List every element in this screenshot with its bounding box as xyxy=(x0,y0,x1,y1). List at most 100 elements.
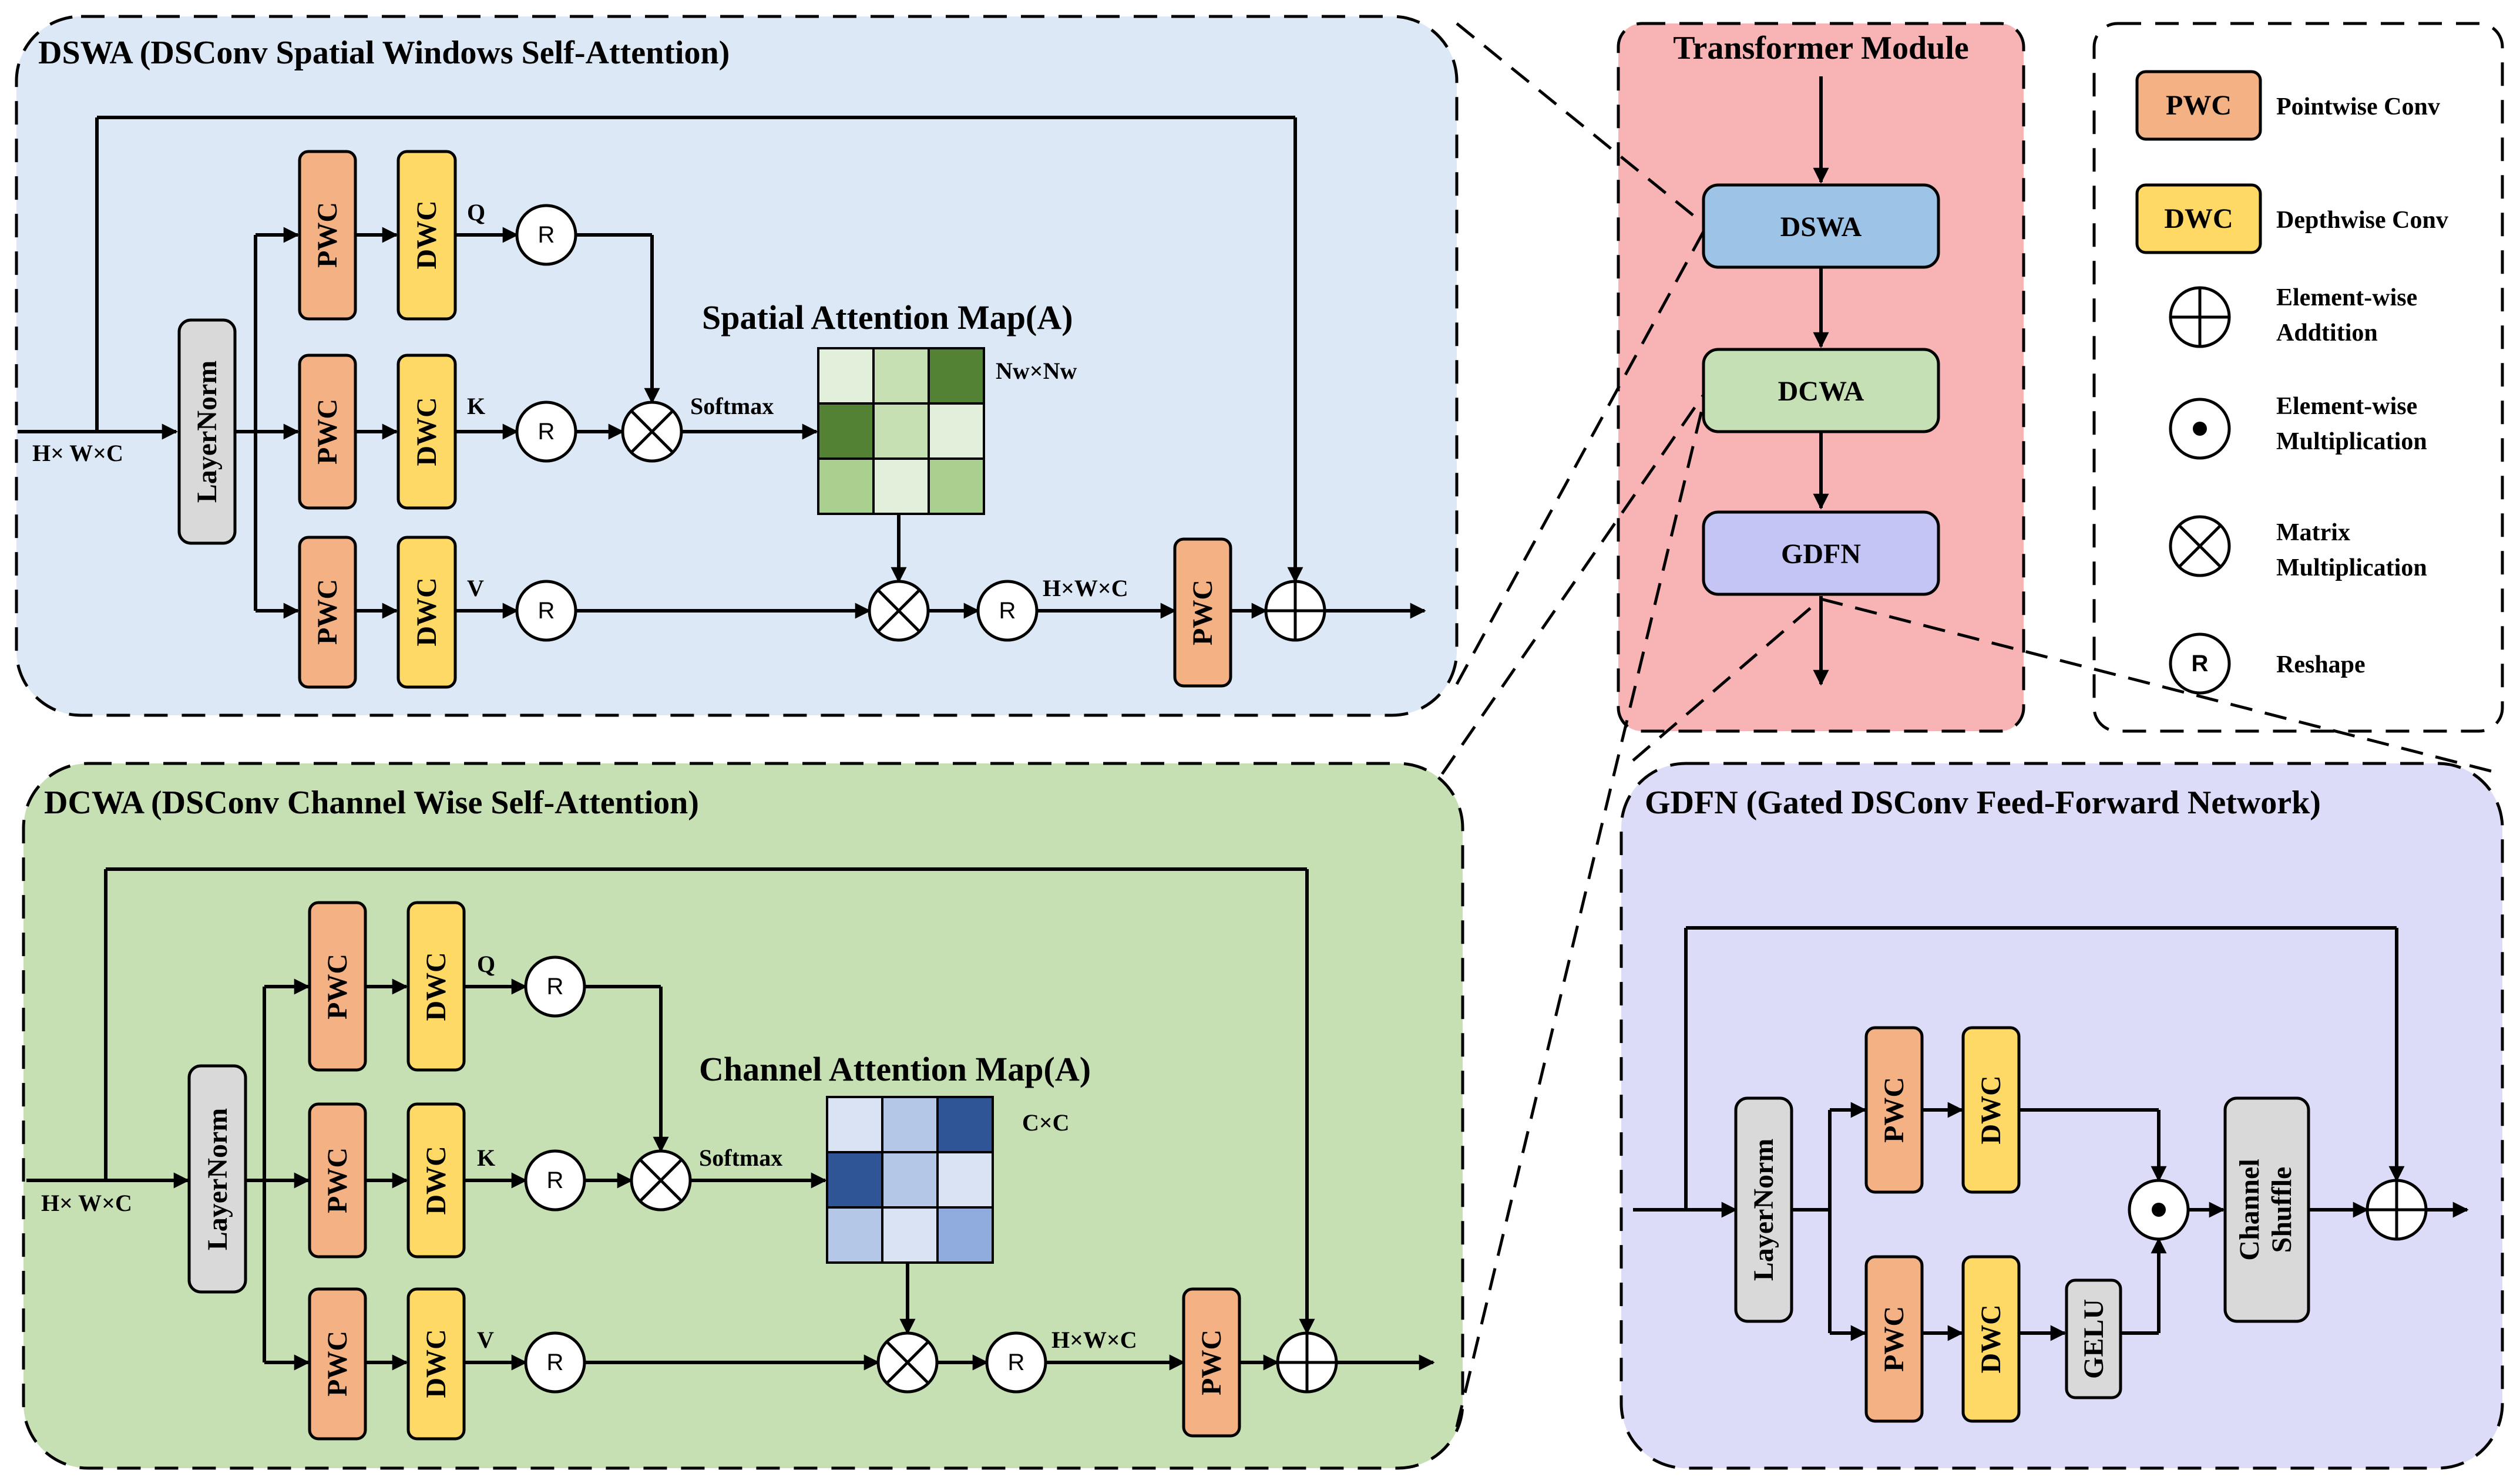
gdfn-title: GDFN (Gated DSConv Feed-Forward Network) xyxy=(1645,785,2321,821)
attention-map-cell xyxy=(817,402,875,460)
transformer-gdfn-label: GDFN xyxy=(1781,539,1861,570)
attention-map-cell xyxy=(936,1151,994,1209)
attention-map-cell xyxy=(826,1151,883,1209)
attention-map-cell xyxy=(928,402,985,460)
zoom-lines xyxy=(1440,22,2503,1428)
dcwa-pwc-q-label: PWC xyxy=(322,954,353,1019)
transformer-dswa-block xyxy=(1702,183,1940,269)
dcwa-matmul-av xyxy=(878,1333,937,1392)
spatial-attention-map xyxy=(817,347,985,515)
dswa-dwc-q xyxy=(397,150,457,321)
legend-add-label-2: Addtition xyxy=(2276,319,2378,346)
dswa-input-label: H× W×C xyxy=(32,440,123,466)
dcwa-dwc-k xyxy=(406,1102,466,1258)
legend-add-label-1: Element-wise xyxy=(2276,284,2417,311)
svg-text:R: R xyxy=(2192,651,2209,677)
dcwa-dwc-v-label: DWC xyxy=(421,1329,452,1398)
svg-text:R: R xyxy=(538,222,555,248)
svg-text:R: R xyxy=(1008,1350,1025,1375)
transformer-dcwa-block xyxy=(1702,348,1940,433)
gdfn-pwc-top xyxy=(1864,1026,1924,1194)
dswa-pwc-q xyxy=(298,150,357,321)
svg-text:DWC: DWC xyxy=(2164,203,2233,234)
attention-map-cell xyxy=(872,457,930,515)
gdfn-content: LayerNorm PWC PWC DWC DWC GELU Channel S… xyxy=(1633,926,2469,1423)
svg-text:PWC: PWC xyxy=(1879,1306,1910,1372)
legend-dwc-label: Depthwise Conv xyxy=(2276,207,2448,234)
legend-mul-label-2: Multiplication xyxy=(2276,428,2427,455)
dswa-map-size: Nw×Nw xyxy=(996,358,1077,384)
dswa-title: DSWA (DSConv Spatial Windows Self-Attent… xyxy=(38,35,730,71)
legend-reshape-label: Reshape xyxy=(2276,651,2366,678)
dswa-map-title: Spatial Attention Map(A) xyxy=(702,298,1073,336)
dcwa-title: DCWA (DSConv Channel Wise Self-Attention… xyxy=(44,785,699,821)
svg-text:R: R xyxy=(547,1350,564,1375)
legend-matmul-icon xyxy=(2170,517,2229,576)
dswa-matmul-qk xyxy=(623,402,681,461)
gdfn-channel-shuffle-label-1: Channel xyxy=(2234,1159,2265,1260)
dcwa-matmul-qk xyxy=(631,1151,690,1210)
dcwa-dwc-q xyxy=(406,901,466,1072)
svg-text:R: R xyxy=(999,598,1016,624)
attention-map-cell xyxy=(881,1096,939,1153)
legend-pwc-label: Pointwise Conv xyxy=(2276,93,2440,120)
dswa-dwc-v-label: DWC xyxy=(411,577,442,646)
attention-map-cell xyxy=(826,1206,883,1264)
dswa-output-label: H×W×C xyxy=(1043,575,1128,601)
svg-text:DWC: DWC xyxy=(1975,1304,2007,1373)
dcwa-softmax-label: Softmax xyxy=(699,1145,782,1171)
legend-dwc-swatch xyxy=(2135,183,2262,254)
dcwa-q-label: Q xyxy=(477,951,495,977)
gdfn-pwc-bottom xyxy=(1864,1255,1924,1423)
gdfn-dwc-top xyxy=(1961,1026,2021,1194)
dswa-pwc-v xyxy=(298,536,357,689)
gdfn-dwc-bottom xyxy=(1961,1255,2021,1423)
dcwa-output-label: H×W×C xyxy=(1051,1327,1137,1353)
legend-mul-icon xyxy=(2170,399,2229,458)
dswa-v-label: V xyxy=(467,575,484,601)
attention-map-cell xyxy=(881,1206,939,1264)
dswa-pwc-k xyxy=(298,354,357,510)
dcwa-layernorm-label: LayerNorm xyxy=(202,1108,233,1251)
gdfn-add xyxy=(2367,1180,2426,1239)
transformer-dcwa-label: DCWA xyxy=(1778,376,1864,407)
legend-pwc-swatch xyxy=(2135,70,2262,141)
gdfn-layernorm-label: LayerNorm xyxy=(1748,1139,1779,1281)
dcwa-dwc-k-label: DWC xyxy=(421,1146,452,1214)
gdfn-layernorm-block xyxy=(1734,1096,1793,1323)
dswa-layernorm-block xyxy=(177,318,237,545)
attention-map-cell xyxy=(872,347,930,405)
dcwa-pwc-out xyxy=(1182,1287,1241,1438)
dswa-dwc-k xyxy=(397,354,457,510)
dswa-dwc-k-label: DWC xyxy=(411,397,442,466)
dcwa-k-label: K xyxy=(477,1145,495,1171)
dswa-pwc-q-label: PWC xyxy=(312,202,343,268)
dcwa-pwc-k-label: PWC xyxy=(322,1148,353,1213)
svg-text:R: R xyxy=(538,598,555,624)
svg-text:PWC: PWC xyxy=(2166,90,2232,121)
svg-text:R: R xyxy=(547,974,564,1000)
dswa-dwc-v xyxy=(397,536,457,689)
attention-map-cell xyxy=(881,1151,939,1209)
svg-text:PWC: PWC xyxy=(1879,1077,1910,1143)
transformer-content: DSWA DCWA GDFN xyxy=(1702,76,1940,686)
attention-map-cell xyxy=(928,457,985,515)
dcwa-input-label: H× W×C xyxy=(41,1190,132,1216)
dswa-pwc-out xyxy=(1173,537,1232,688)
dswa-dwc-q-label: DWC xyxy=(411,200,442,269)
dcwa-layernorm-block xyxy=(187,1064,247,1294)
svg-text:R: R xyxy=(538,419,555,445)
gdfn-multiply xyxy=(2129,1180,2188,1239)
attention-map-cell xyxy=(817,347,875,405)
legend-matmul-label-1: Matrix xyxy=(2276,519,2350,546)
dswa-add xyxy=(1266,581,1325,640)
transformer-title: Transformer Module xyxy=(1673,30,1968,66)
dcwa-pwc-v xyxy=(308,1287,367,1441)
gdfn-gelu-block xyxy=(2065,1278,2122,1399)
channel-attention-map xyxy=(826,1096,994,1264)
attention-map-cell xyxy=(817,457,875,515)
dcwa-map-size: C×C xyxy=(1022,1109,1070,1136)
dcwa-pwc-v-label: PWC xyxy=(322,1331,353,1396)
dswa-layernorm-label: LayerNorm xyxy=(191,361,223,503)
